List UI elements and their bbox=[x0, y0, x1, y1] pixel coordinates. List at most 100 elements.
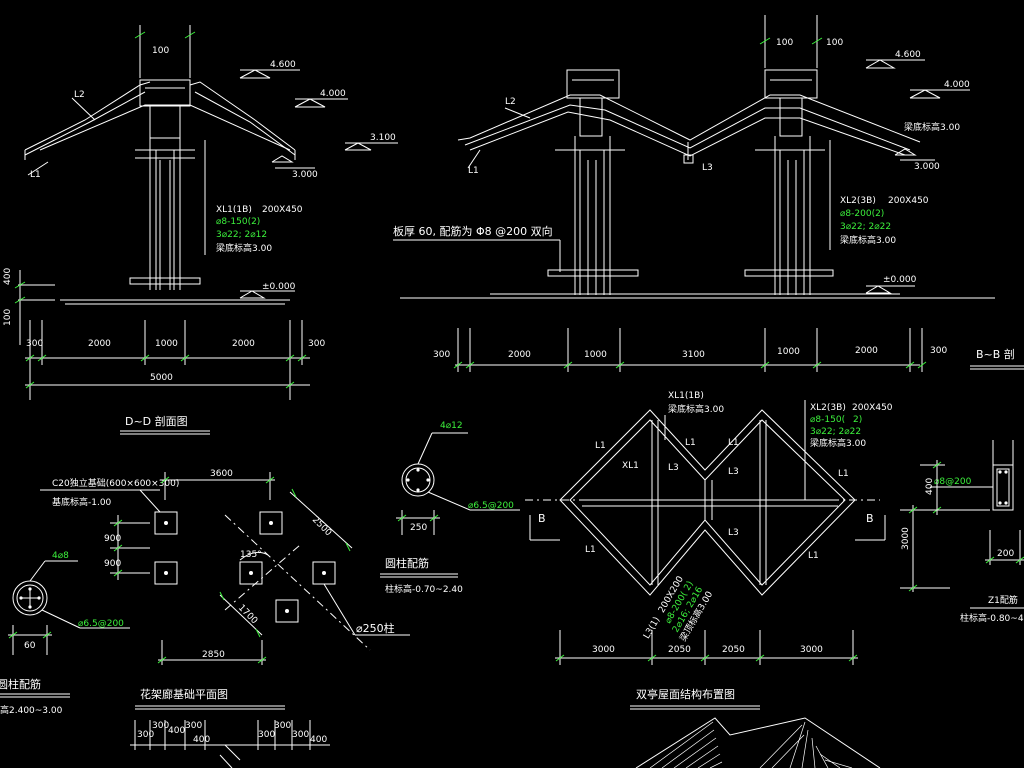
col-mid-rebar: 4⌀12 bbox=[440, 421, 463, 431]
dd-title: D~D 剖面图 bbox=[125, 414, 188, 428]
rd-dim-3000: 3000 bbox=[901, 527, 911, 550]
rp-beam1-id: XL1(1B) bbox=[668, 391, 704, 401]
rp-beam1-note: 梁底标高3.00 bbox=[668, 403, 724, 415]
col-left-stirrup: ⌀6.5@200 bbox=[78, 619, 124, 629]
rp-dim-2050a: 2050 bbox=[668, 645, 691, 655]
rp-label-l1-e: L1 bbox=[808, 551, 819, 561]
bottom-dim-0: 300 bbox=[137, 730, 154, 740]
dd-elev-0000: ±0.000 bbox=[262, 282, 296, 292]
bb-dim-top-b: 100 bbox=[826, 38, 843, 48]
bb-label-l3: L3 bbox=[702, 163, 713, 173]
fp-dim-900b: 900 bbox=[104, 559, 121, 569]
right-column-detail: ⌀8@200 400 3000 200 Z1配筋 柱标高-0.80~4.00 bbox=[900, 440, 1024, 624]
dd-label-l1: L1 bbox=[30, 170, 41, 180]
dd-dim-2000a: 2000 bbox=[88, 339, 111, 349]
rp-dim-2050b: 2050 bbox=[722, 645, 745, 655]
fp-title: 花架廊基础平面图 bbox=[140, 687, 228, 701]
bb-label-l1: L1 bbox=[468, 166, 479, 176]
bb-dim-300a: 300 bbox=[433, 350, 450, 360]
dd-beam-id: XL1(1B) bbox=[216, 205, 252, 215]
bottom-partial: 300 300 400 300 400 300 300 300 400 bbox=[130, 717, 881, 768]
rp-beam2-size: 200X450 bbox=[852, 403, 893, 413]
dd-elev-3100: 3.100 bbox=[370, 133, 396, 143]
col-mid-stirrup: ⌀6.5@200 bbox=[468, 501, 514, 511]
foundation-plan: C20独立基础(600×600×300) 基底标高-1.00 3600 900 … bbox=[40, 469, 410, 710]
rp-label-l3-b: L3 bbox=[728, 467, 739, 477]
fp-dim-2850: 2850 bbox=[202, 650, 225, 660]
rp-section-b-left: B bbox=[538, 512, 546, 525]
bottom-dim-2: 400 bbox=[168, 726, 185, 736]
bottom-dim-1: 300 bbox=[152, 721, 169, 731]
rd-note: 柱标高-0.80~4.00 bbox=[960, 612, 1024, 624]
col-mid-title: 圆柱配筋 bbox=[385, 556, 429, 570]
rp-dim-3000a: 3000 bbox=[592, 645, 615, 655]
rp-title: 双亭屋面结构布置图 bbox=[636, 687, 735, 701]
fp-footing-type: C20独立基础(600×600×300) bbox=[52, 477, 179, 489]
rp-beam2-bottom: 梁底标高3.00 bbox=[810, 437, 866, 449]
fp-dim-3600: 3600 bbox=[210, 469, 233, 479]
section-bb: L3 L2 L1 100 100 4.600 4.000 梁底标高3.00 3.… bbox=[393, 15, 1024, 372]
rp-section-b-right: B bbox=[866, 512, 874, 525]
rd-dim-200: 200 bbox=[997, 549, 1014, 559]
rp-beam2-stirrup-b: 2) bbox=[853, 415, 862, 425]
dd-beam-rebar: 3⌀22; 2⌀12 bbox=[216, 230, 267, 240]
bb-elev-0000: ±0.000 bbox=[883, 275, 917, 285]
rp-label-l1-f: L1 bbox=[728, 438, 739, 448]
dd-beam-bottom: 梁底标高3.00 bbox=[216, 242, 272, 254]
rp-beam3-stirrup-b: 2) bbox=[683, 580, 696, 593]
dd-elev-3000: 3.000 bbox=[292, 170, 318, 180]
rp-label-l3-c: L3 bbox=[728, 528, 739, 538]
fp-footing-note: 基底标高-1.00 bbox=[52, 496, 112, 508]
bb-dim-2000b: 2000 bbox=[855, 346, 878, 356]
fp-column-label: ⌀250柱 bbox=[356, 621, 395, 635]
rp-label-l1-d: L1 bbox=[585, 545, 596, 555]
bottom-dim-5: 300 bbox=[258, 730, 275, 740]
dd-beam-stirrup: ⌀8-150(2) bbox=[216, 217, 260, 227]
section-dd: 100 4.600 4.000 3.100 3.000 ±0.000 L2 L1… bbox=[3, 25, 398, 435]
bb-dim-1000a: 1000 bbox=[584, 350, 607, 360]
col-left-title: 圆柱配筋 bbox=[0, 677, 41, 691]
bb-elev-note: 梁底标高3.00 bbox=[904, 121, 960, 133]
bb-slab-note: 板厚 60, 配筋为 bbox=[393, 224, 473, 238]
col-left-note: 高2.400~3.00 bbox=[0, 704, 63, 716]
rp-beam2-id: XL2(3B) bbox=[810, 403, 846, 413]
bb-beam-rebar: 3⌀22; 2⌀22 bbox=[840, 222, 891, 232]
col-left-dia: 60 bbox=[24, 641, 36, 651]
bottom-dim-8: 400 bbox=[310, 735, 327, 745]
rd-dim-400: 400 bbox=[925, 478, 935, 495]
rp-label-l1-c: L1 bbox=[838, 469, 849, 479]
col-left-rebar: 4⌀8 bbox=[52, 551, 69, 561]
bb-beam-size: 200X450 bbox=[888, 196, 929, 206]
fp-dim-angle: 135° bbox=[240, 550, 262, 560]
rp-label-l1-b: L1 bbox=[685, 438, 696, 448]
bb-title: B~B 剖 bbox=[976, 347, 1015, 361]
bb-elev-4000: 4.000 bbox=[944, 80, 970, 90]
dd-dim-1000: 1000 bbox=[155, 339, 178, 349]
bb-beam-stirrup: ⌀8-200(2) bbox=[840, 209, 884, 219]
dd-dim-total: 5000 bbox=[150, 373, 173, 383]
dd-left-dim-100: 100 bbox=[3, 309, 13, 326]
bb-elev-3000: 3.000 bbox=[914, 162, 940, 172]
rd-stirrup: ⌀8@200 bbox=[934, 477, 972, 487]
dd-elev-4000: 4.000 bbox=[320, 89, 346, 99]
bb-label-l2: L2 bbox=[505, 97, 516, 107]
dd-label-l2: L2 bbox=[74, 90, 85, 100]
fp-dim-2500: 2500 bbox=[310, 515, 333, 538]
dd-dim-2000b: 2000 bbox=[232, 339, 255, 349]
bb-beam-id: XL2(3B) bbox=[840, 196, 876, 206]
dd-elev-4600: 4.600 bbox=[270, 60, 296, 70]
bb-dim-top-a: 100 bbox=[776, 38, 793, 48]
dd-beam-size: 200X450 bbox=[262, 205, 303, 215]
dd-left-dim-400: 400 bbox=[3, 268, 13, 285]
bb-dim-300b: 300 bbox=[930, 346, 947, 356]
roof-plan: B B L1 L1 XL1 L3 L3 L1 L3 L1 L1 L1 XL1(1… bbox=[525, 391, 893, 710]
bb-elev-4600: 4.600 bbox=[895, 50, 921, 60]
dd-dim-top: 100 bbox=[152, 46, 169, 56]
bottom-dim-3: 300 bbox=[185, 721, 202, 731]
col-mid-dia: 250 bbox=[410, 523, 427, 533]
rp-label-l3-a: L3 bbox=[668, 463, 679, 473]
rp-beam2-stirrup: ⌀8-150( bbox=[810, 415, 845, 425]
bottom-dim-7: 300 bbox=[292, 730, 309, 740]
bb-dim-3100: 3100 bbox=[682, 350, 705, 360]
